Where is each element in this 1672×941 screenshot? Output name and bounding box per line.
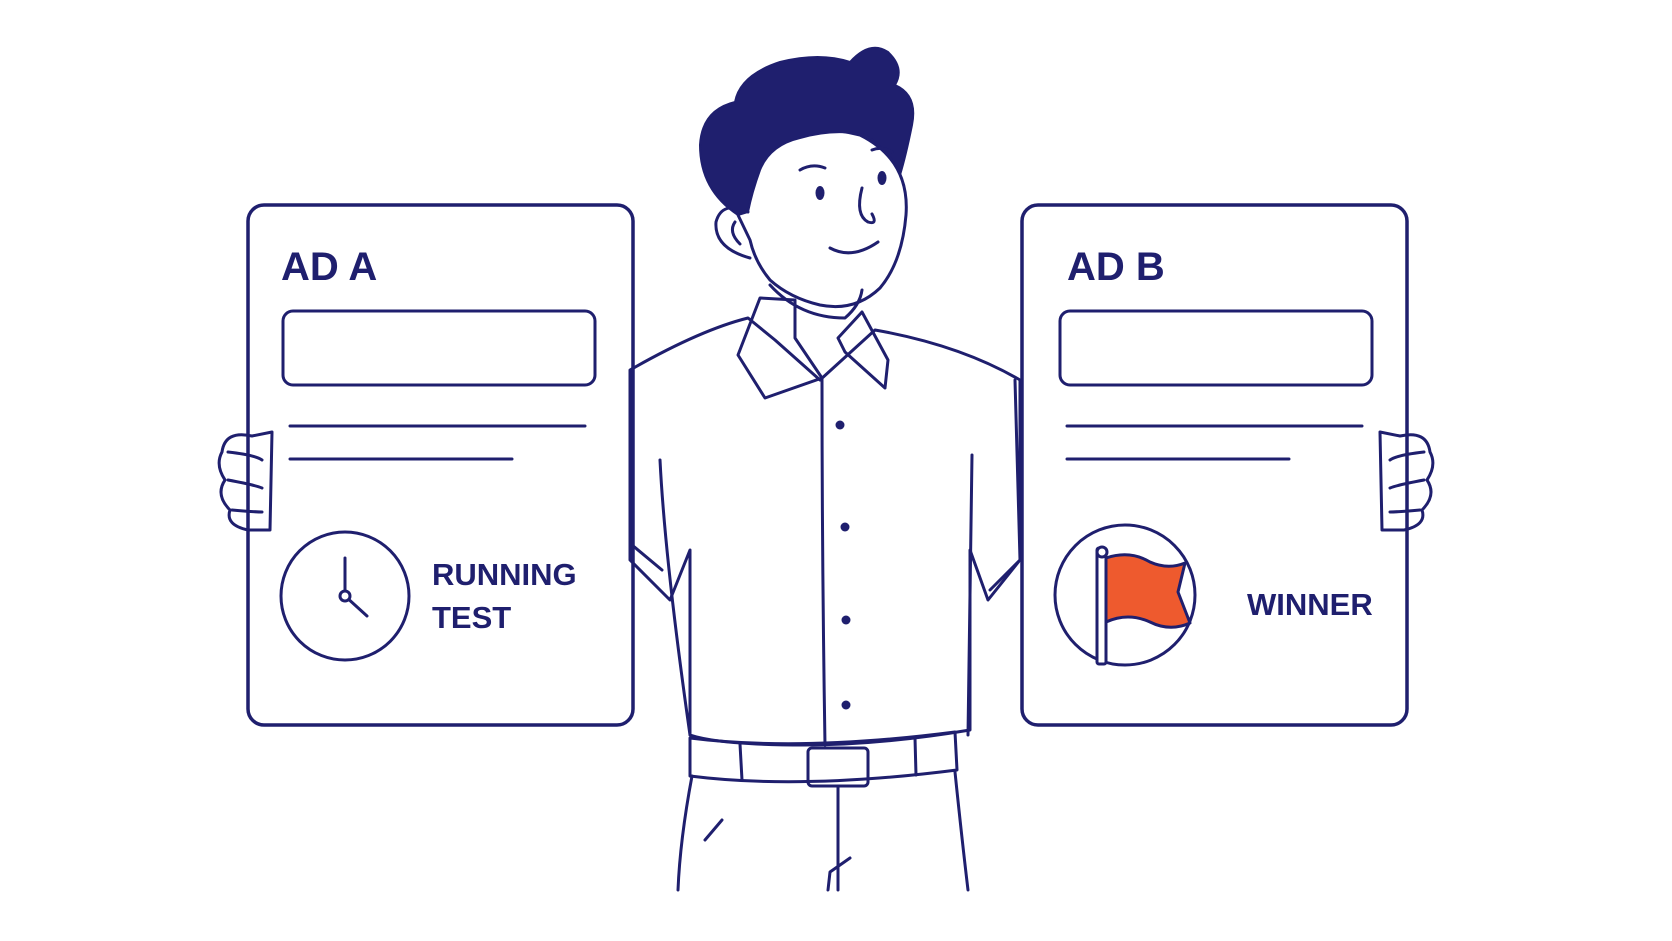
trouser-crease — [826, 856, 852, 892]
belt-loop — [913, 736, 918, 777]
left-hand — [217, 430, 274, 532]
ad-a-card-frame — [246, 203, 635, 727]
clock-icon — [279, 530, 411, 662]
shirt-button — [840, 522, 850, 532]
ad-b-card-frame — [1020, 203, 1409, 727]
neck — [768, 283, 864, 320]
flag-icon — [1053, 523, 1197, 667]
eye — [815, 186, 825, 200]
person-figure — [217, 46, 1435, 892]
eye — [877, 171, 887, 185]
left-arm — [630, 370, 664, 572]
shirt-button — [841, 700, 851, 710]
right-hand-finger — [1388, 478, 1426, 490]
ad-a-image-placeholder — [281, 309, 597, 387]
right-arm — [988, 378, 1022, 592]
ad-a-status-line2: TEST — [432, 600, 511, 635]
nose — [858, 186, 876, 225]
shirt-button — [841, 615, 851, 625]
right-hand — [1378, 430, 1435, 532]
eyebrow — [798, 164, 827, 172]
left-hand-finger — [226, 450, 264, 462]
ad-a-title: AD A — [281, 245, 377, 289]
shirt-collar-left — [736, 296, 824, 400]
mouth — [828, 240, 880, 255]
flag-cloth — [1104, 553, 1192, 629]
shirt-collar-right — [836, 310, 890, 390]
belt-loop — [738, 742, 744, 782]
trouser-pocket-line — [703, 818, 724, 842]
right-hand-finger — [1388, 508, 1422, 514]
ad-b-image-placeholder — [1058, 309, 1374, 387]
ear-inner — [730, 220, 742, 246]
trouser-left-edge — [676, 774, 694, 892]
hair — [698, 46, 915, 217]
shirt-left-side — [658, 458, 692, 737]
belt — [688, 730, 959, 784]
eyebrow — [870, 146, 894, 154]
left-hand-finger — [230, 508, 264, 514]
ad-b-status: WINNER — [1247, 587, 1373, 622]
ad-b-card: AD B WINNER — [1020, 203, 1409, 727]
left-hand-finger — [226, 478, 264, 490]
trouser-right-edge — [953, 770, 970, 892]
shirt-placket — [820, 376, 827, 747]
shirt-button — [835, 420, 845, 430]
ad-a-card: AD A RUNNING TEST — [246, 203, 635, 727]
right-hand-finger — [1388, 450, 1426, 462]
ad-a-status-line1: RUNNING — [432, 557, 577, 592]
ad-b-title: AD B — [1067, 245, 1165, 289]
shirt-right-side — [966, 453, 974, 737]
